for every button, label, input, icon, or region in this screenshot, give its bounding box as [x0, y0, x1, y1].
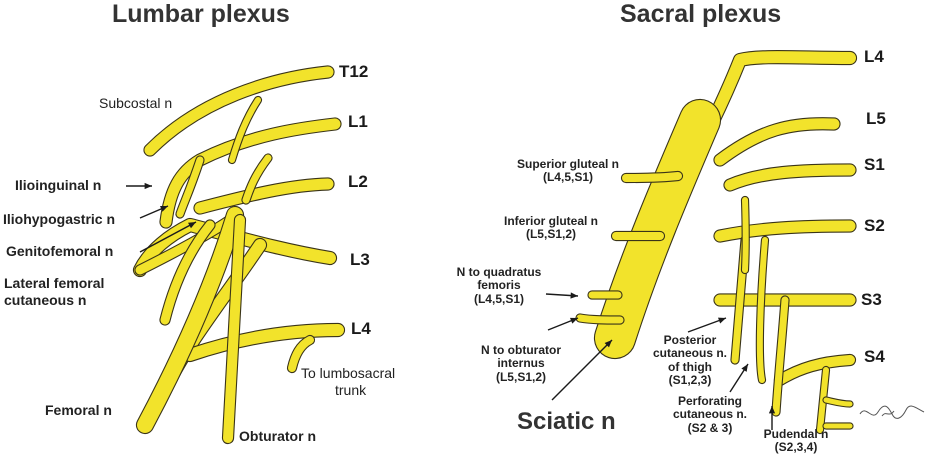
label-obturator-internus-line1: N to obturator — [481, 343, 561, 357]
l2-connection — [241, 153, 273, 205]
arrow-quadratus — [545, 292, 579, 299]
label-lateral-femoral-line2: cutaneous n — [4, 292, 87, 308]
l1-iliohypogastric-branch — [227, 95, 263, 165]
label-to-lumbosacral-line1: To lumbosacral — [301, 365, 396, 381]
l3-root-nerve — [132, 217, 338, 278]
subcostal-nerve — [143, 65, 335, 157]
label-posterior-cutaneous-line1: Posterior — [663, 333, 717, 347]
superior-gluteal-nerve — [620, 170, 684, 184]
label-pudendal-line1: Pudendal n — [763, 427, 829, 441]
label-subcostal-n: Subcostal n — [99, 95, 173, 111]
label-posterior-cutaneous-n: Posterior cutaneous n. of thigh (S1,2,3) — [640, 333, 740, 388]
arrow-perforating — [729, 363, 749, 393]
root-l4: L4 — [351, 319, 371, 338]
obturator-nerve — [221, 213, 247, 445]
genitofemoral-nerve — [134, 214, 236, 276]
arrow-iliohypogastric — [139, 205, 169, 219]
label-iliohypogastric-n: Iliohypogastric n — [3, 211, 116, 227]
label-ilioinguinal-n: Ilioinguinal n — [15, 177, 102, 193]
l2-root-nerve — [193, 177, 335, 215]
label-inferior-gluteal-line1: Inferior gluteal n — [503, 214, 598, 228]
label-inferior-gluteal-n: Inferior gluteal n (L5,S1,2) — [493, 214, 609, 242]
arrow-posterior-cutaneous — [687, 317, 727, 333]
s4-branch-b — [822, 396, 854, 408]
root-s3: S3 — [861, 290, 882, 309]
label-obturator-internus-line2: internus — [497, 356, 545, 371]
root-s4: S4 — [864, 347, 885, 366]
label-pudendal-line2: (S2,3,4) — [774, 440, 818, 455]
s2-descending-nerve — [740, 195, 750, 275]
lumbosacral-trunk-nerve — [286, 334, 316, 374]
l4-root-nerve — [182, 322, 346, 363]
sacral-l5-root — [713, 117, 841, 167]
label-perforating-line3: (S2 & 3) — [687, 420, 733, 435]
label-superior-gluteal-n: Superior gluteal n (L4,5,S1) — [508, 157, 628, 185]
label-to-lumbosacral-line2: trunk — [335, 382, 367, 398]
root-sacral-l4: L4 — [864, 47, 884, 66]
label-inferior-gluteal-line2: (L5,S1,2) — [525, 227, 576, 242]
root-sacral-l5: L5 — [866, 109, 886, 128]
label-posterior-cutaneous-line3: of thigh — [668, 359, 712, 374]
pudendal-nerve — [771, 295, 790, 417]
label-pudendal-n: Pudendal n (S2,3,4) — [754, 427, 838, 455]
label-posterior-cutaneous-line2: cutaneous n. — [652, 346, 727, 361]
label-superior-gluteal-line2: (L4,5,S1) — [542, 170, 593, 185]
femoral-nerve — [135, 205, 245, 435]
label-perforating-line1: Perforating — [677, 394, 742, 408]
label-posterior-cutaneous-line4: (S1,2,3) — [668, 373, 712, 388]
label-perforating-line2: cutaneous n. — [672, 407, 747, 422]
label-quadratus-line3: (L4,5,S1) — [473, 291, 524, 306]
root-s2: S2 — [864, 216, 885, 235]
root-l1: L1 — [348, 112, 368, 131]
arrow-pudendal — [768, 406, 776, 430]
l1-ilioinguinal-branch — [175, 155, 205, 219]
label-superior-gluteal-line1: Superior gluteal n — [516, 157, 619, 171]
label-obturator-n: Obturator n — [239, 428, 316, 444]
artist-signature — [859, 405, 925, 419]
label-quadratus-line2: femoris — [477, 278, 521, 293]
sciatic-trunk — [593, 98, 722, 360]
label-perforating-cutaneous-n: Perforating cutaneous n. (S2 & 3) — [656, 394, 764, 435]
arrow-ilioinguinal — [126, 182, 152, 190]
label-obturator-internus-line3: (L5,S1,2) — [495, 369, 546, 384]
lateral-femoral-cutaneous-nerve — [159, 219, 216, 326]
root-l2: L2 — [348, 172, 368, 191]
perforating-cutaneous-nerve — [755, 235, 770, 385]
lumbar-plexus-title: Lumbar plexus — [112, 0, 290, 28]
n-to-obturator-internus — [575, 313, 625, 325]
sacral-s1-root — [723, 163, 857, 192]
label-lateral-femoral-line1: Lateral femoral — [4, 275, 105, 291]
l1-root-nerve — [159, 117, 342, 229]
root-t12: T12 — [339, 62, 369, 81]
label-genitofemoral-n: Genitofemoral n — [6, 243, 114, 259]
sacral-plexus-title: Sacral plexus — [620, 0, 782, 28]
label-n-to-quadratus-femoris: N to quadratus femoris (L4,5,S1) — [444, 265, 554, 306]
root-l3: L3 — [350, 250, 370, 269]
label-femoral-n: Femoral n — [45, 402, 112, 418]
sacral-s2-root — [713, 219, 857, 243]
label-quadratus-line1: N to quadratus — [456, 265, 542, 279]
arrow-sciatic — [551, 339, 613, 401]
arrow-obturator-internus — [547, 317, 579, 331]
arrow-genitofemoral — [139, 221, 197, 253]
root-s1: S1 — [864, 155, 885, 174]
sacral-s4-root — [773, 353, 857, 387]
label-n-to-obturator-internus: N to obturator internus (L5,S1,2) — [466, 343, 576, 384]
label-sciatic-n: Sciatic n — [517, 408, 616, 435]
